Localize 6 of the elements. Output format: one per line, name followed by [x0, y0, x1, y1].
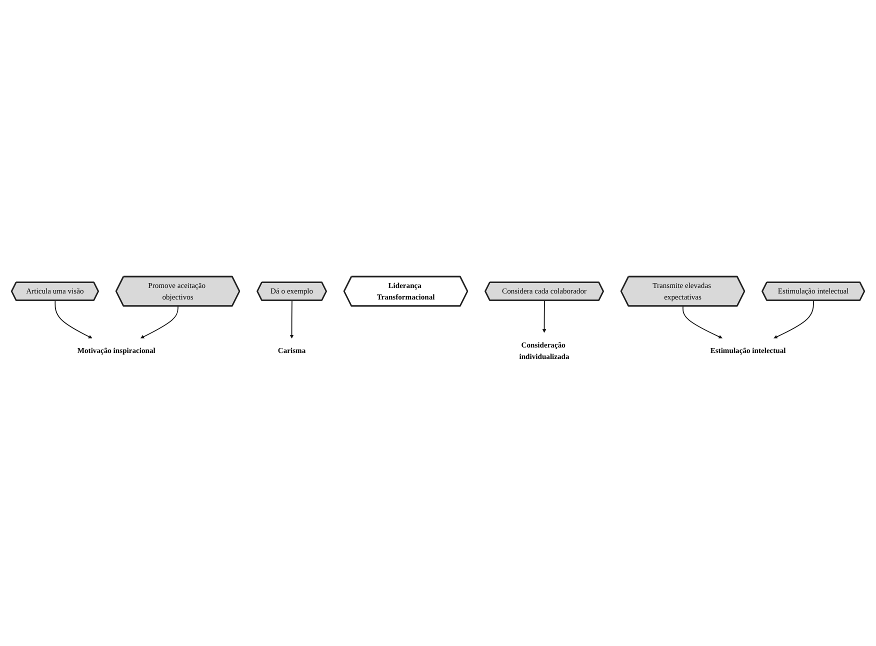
arrow	[140, 306, 178, 339]
arrow	[774, 300, 814, 339]
arrow	[542, 300, 546, 334]
arrow	[54, 300, 92, 339]
arrow	[290, 300, 294, 339]
arrow	[682, 306, 723, 339]
